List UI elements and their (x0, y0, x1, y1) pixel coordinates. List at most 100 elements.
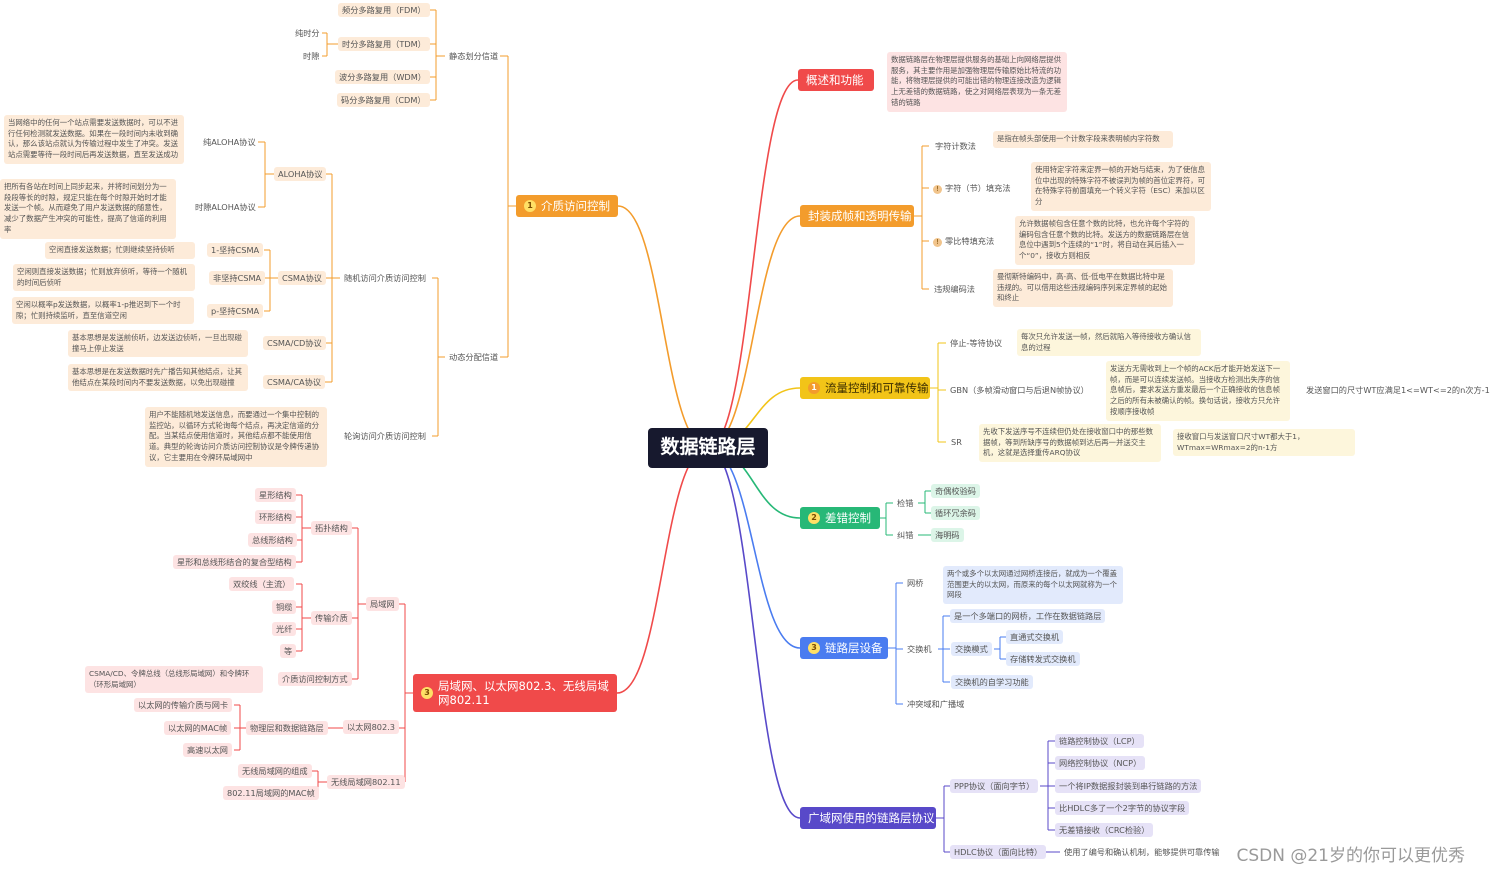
connector-line (707, 447, 801, 649)
ether-fast[interactable]: 高速以太网 (183, 743, 232, 758)
topic-label: 介质访问控制 (541, 198, 610, 213)
connector-line (918, 490, 931, 514)
framing-violation-code[interactable]: 违规编码法 (934, 284, 975, 294)
aloha-node[interactable]: ALOHA协议 (274, 167, 327, 182)
connector-line (432, 277, 445, 437)
ppp-ncp[interactable]: 网络控制协议（NCP） (1055, 756, 1146, 771)
lan-node[interactable]: 局域网 (366, 597, 399, 612)
topology-node[interactable]: 拓扑结构 (311, 521, 352, 536)
switch-modes[interactable]: 交换模式 (951, 642, 992, 657)
media-copper[interactable]: 铜缆 (272, 600, 297, 615)
framing-byte-stuffing-desc: 使用特定字符来定界一帧的开始与结束，为了使信息位中出现的特殊字符不被误判为帧的首… (1031, 162, 1211, 211)
fdm-node[interactable]: 频分多路复用（FDM） (338, 3, 430, 18)
topology-star[interactable]: 星形结构 (255, 488, 296, 503)
topology-hybrid[interactable]: 星形和总线形结合的复合型结构 (173, 555, 296, 570)
wlan-mac-frame[interactable]: 802.11局域网的MAC帧 (223, 786, 319, 801)
csma-1-persistent[interactable]: 1-坚持CSMA (207, 243, 264, 258)
pure-aloha-desc: 当网络中的任何一个站点需要发送数据时，可以不进行任何检测就发送数据。如果在一段时… (4, 115, 184, 164)
lan-mac-method[interactable]: 介质访问控制方式 (278, 672, 352, 687)
framing-bit-stuffing[interactable]: !零比特填充法 (929, 234, 998, 249)
number-badge-1: 1 (808, 382, 820, 394)
framing-char-count-desc: 是指在帧头部使用一个计数字段来表明帧内字符数 (993, 131, 1173, 148)
cut-through-switch[interactable]: 直通式交换机 (1006, 630, 1064, 645)
stop-and-wait[interactable]: 停止-等待协议 (950, 338, 1003, 348)
media-fiber[interactable]: 光纤 (272, 622, 297, 637)
ppp-crc[interactable]: 无差错接收（CRC检验） (1055, 823, 1154, 838)
framing-violation-code-desc: 曼彻斯特编码中，高-高、低-低电平在数据比特中是违规的。可以借用这些违规编码序列… (993, 269, 1173, 308)
topology-ring[interactable]: 环形结构 (255, 510, 296, 525)
connector-line (617, 205, 709, 449)
sr-node[interactable]: SR (951, 437, 962, 447)
ppp-node[interactable]: PPP协议（面向字节） (950, 779, 1039, 794)
ether-media-nic[interactable]: 以太网的传输介质与网卡 (134, 698, 233, 713)
topic-label: 局域网、以太网802.3、无线局域网802.11 (438, 678, 609, 707)
switch-self-learning[interactable]: 交换机的自学习功能 (951, 675, 1033, 690)
topic-wan-link-protocols[interactable]: 广域网使用的链路层协议 (800, 807, 936, 829)
store-forward-switch[interactable]: 存储转发式交换机 (1006, 652, 1080, 667)
switch-desc[interactable]: 是一个多端口的网桥，工作在数据链路层 (950, 609, 1106, 624)
dynamic-channel-allocation[interactable]: 动态分配信道 (449, 352, 499, 362)
wlan-80211-node[interactable]: 无线局域网802.11 (327, 775, 405, 790)
topic-framing-transparency[interactable]: 封装成帧和透明传输 (800, 205, 914, 227)
csma-ca-node[interactable]: CSMA/CA协议 (263, 375, 326, 390)
media-node[interactable]: 传输介质 (311, 611, 352, 626)
root-topic[interactable]: 数据链路层 (648, 428, 768, 468)
media-etc[interactable]: 等 (280, 644, 297, 659)
csma-non-persistent-desc: 空闲则直接发送数据；忙则放弃侦听，等待一个随机的时间后侦听 (13, 264, 195, 292)
connector-line (322, 32, 338, 57)
tdm-sync-node[interactable]: 纯时分 (295, 28, 320, 38)
wlan-composition[interactable]: 无线局域网的组成 (238, 764, 312, 779)
connector-line (930, 342, 946, 443)
cdm-node[interactable]: 码分多路复用（CDM） (337, 93, 430, 108)
tdm-node[interactable]: 时分多路复用（TDM） (338, 37, 430, 52)
gbn-node[interactable]: GBN（多帧滑动窗口与后退N帧协议） (950, 385, 1089, 395)
hdlc-desc[interactable]: 使用了编号和确认机制，能够提供可靠传输 (1064, 847, 1220, 857)
gbn-window[interactable]: 发送窗口的尺寸WT应满足1<=WT<=2的n次方-1 (1306, 385, 1490, 395)
pure-aloha-node[interactable]: 纯ALOHA协议 (203, 137, 256, 147)
watermark: CSDN @21岁的你可以更优秀 (1236, 846, 1465, 866)
parity-check[interactable]: 奇偶校验码 (931, 484, 980, 499)
connector-line (312, 770, 327, 794)
ethernet-8023-node[interactable]: 以太网802.3 (343, 720, 400, 735)
polling-mac[interactable]: 轮询访问介质访问控制 (344, 431, 426, 441)
bridge-node[interactable]: 网桥 (907, 578, 924, 588)
switch-node[interactable]: 交换机 (907, 644, 932, 654)
ppp-protocol-field[interactable]: 比HDLC多了一个2字节的协议字段 (1055, 801, 1190, 816)
lan-mac-desc: CSMA/CD、令牌总线（总线形局域网）和令牌环（环形局域网） (85, 666, 263, 694)
number-badge-2: 2 (808, 512, 820, 524)
node-label: 字符（节）填充法 (945, 183, 1011, 193)
hdlc-node[interactable]: HDLC协议（面向比特） (950, 845, 1047, 860)
framing-byte-stuffing[interactable]: !字符（节）填充法 (929, 181, 1015, 196)
error-detection[interactable]: 检错 (897, 498, 914, 508)
csma-non-persistent[interactable]: 非坚持CSMA (209, 271, 266, 286)
csma-1-persistent-desc: 空闲直接发送数据；忙则继续坚持侦听 (45, 242, 195, 259)
ppp-ip-encapsulation[interactable]: 一个将IP数据报封装到串行链路的方法 (1055, 779, 1202, 794)
ppp-lcp[interactable]: 链路控制协议（LCP） (1055, 734, 1144, 749)
csma-node[interactable]: CSMA协议 (278, 271, 326, 286)
static-channel-division[interactable]: 静态划分信道 (449, 51, 499, 61)
wdm-node[interactable]: 波分多路复用（WDM） (335, 70, 430, 85)
random-access-mac[interactable]: 随机访问介质访问控制 (344, 273, 426, 283)
csma-p-persistent[interactable]: p-坚持CSMA (207, 304, 264, 319)
framing-char-count[interactable]: 字符计数法 (935, 141, 976, 151)
info-icon: ! (933, 185, 942, 194)
collision-broadcast-domain[interactable]: 冲突域和广播域 (907, 699, 965, 709)
slotted-aloha-node[interactable]: 时隙ALOHA协议 (195, 202, 256, 212)
csma-cd-desc: 基本思想是发送前侦听，边发送边侦听，一旦出现碰撞马上停止发送 (68, 330, 248, 358)
media-twisted-pair[interactable]: 双绞线（主流） (229, 577, 295, 592)
csma-cd-node[interactable]: CSMA/CD协议 (263, 336, 326, 351)
ether-phy-dll[interactable]: 物理层和数据链路层 (246, 721, 328, 736)
crc-code[interactable]: 循环冗余码 (931, 506, 980, 521)
hamming-code[interactable]: 海明码 (931, 528, 964, 543)
ether-mac-frame[interactable]: 以太网的MAC帧 (164, 721, 232, 736)
topic-overview-function[interactable]: 概述和功能 (798, 69, 874, 91)
framing-bit-stuffing-desc: 允许数据帧包含任意个数的比特，也允许每个字符的编码包含任意个数的比特。发送方的数… (1015, 216, 1195, 265)
error-correction[interactable]: 纠错 (897, 530, 914, 540)
topology-bus[interactable]: 总线形结构 (248, 533, 297, 548)
tdm-async-node[interactable]: 时隙 (303, 51, 320, 61)
